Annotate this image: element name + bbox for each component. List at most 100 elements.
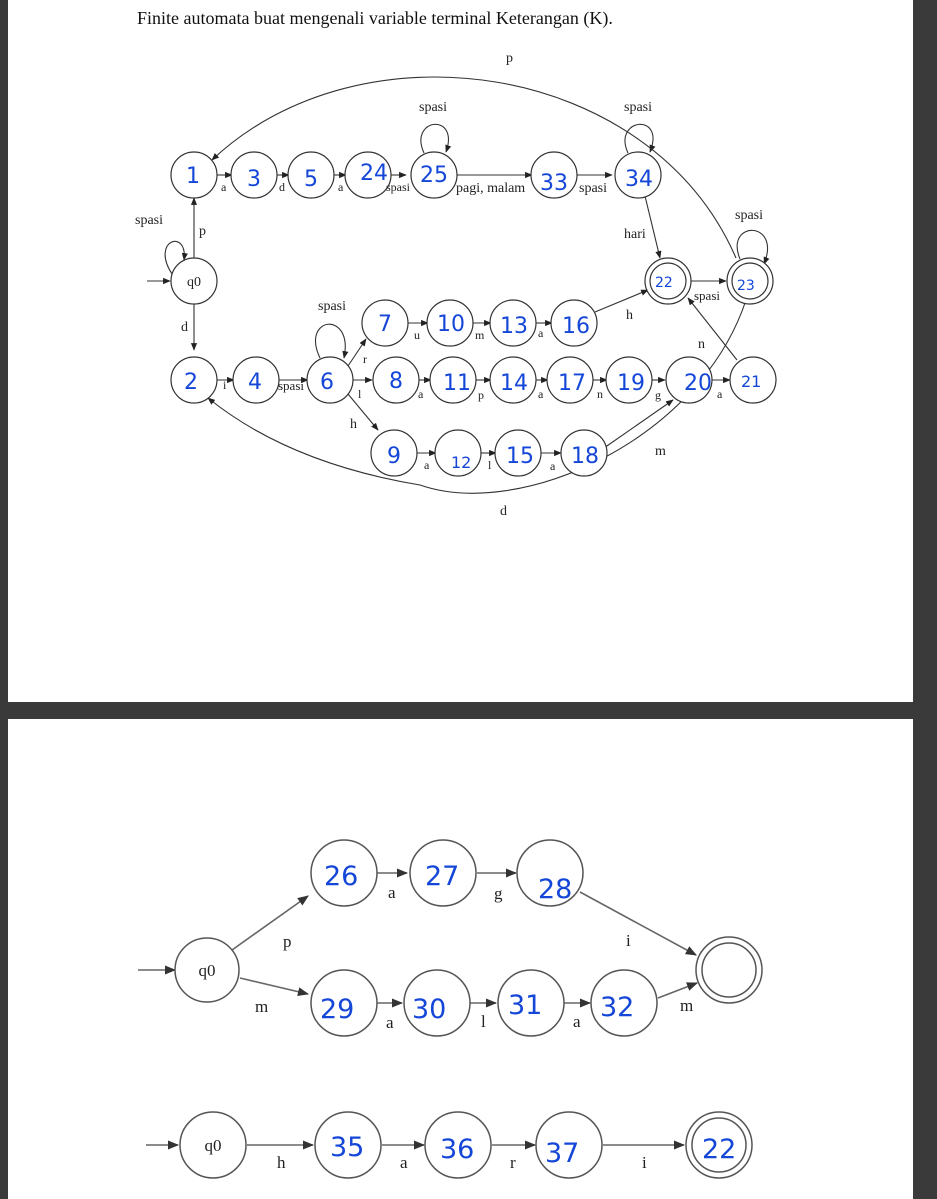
state-22-accept-ring (649, 262, 687, 300)
state-7-number: 7 (378, 312, 392, 337)
label-spasi-23: spasi (735, 208, 763, 223)
state-36-number: 36 (440, 1134, 474, 1165)
state-21 (729, 356, 777, 404)
label-a-9-12: a (424, 458, 430, 472)
state-2-number: 2 (184, 370, 198, 395)
state-24-number: 24 (360, 161, 388, 186)
label-a-29-30: a (386, 1013, 394, 1032)
transition-labels-2: p a g i m a l a m h a r i (255, 883, 693, 1172)
state-4-number: 4 (248, 370, 262, 395)
label-p-q0: p (199, 224, 206, 239)
state-5 (287, 151, 335, 199)
state-19 (605, 356, 653, 404)
state-16-number: 16 (562, 314, 590, 339)
state-22-number-2: 22 (702, 1134, 736, 1165)
state-34 (614, 151, 662, 199)
state-6 (306, 356, 354, 404)
state-26 (310, 839, 378, 907)
state-8-number: 8 (389, 369, 403, 394)
state-28 (516, 839, 584, 907)
finite-automaton-diagram: q0 (135, 51, 777, 519)
state-37-number: 37 (545, 1138, 579, 1169)
label-l-30-31: l (481, 1012, 486, 1031)
state-22-final-accept-ring (691, 1117, 747, 1173)
state-19-number: 19 (617, 371, 645, 396)
state-33-number: 33 (540, 171, 568, 196)
state-28-number: 28 (538, 874, 572, 905)
state-3-number: 3 (247, 167, 261, 192)
state-7 (361, 299, 409, 347)
state-21-number: 21 (741, 372, 761, 391)
state-10 (426, 299, 474, 347)
label-h-2: h (277, 1153, 286, 1172)
label-spasi-33-34: spasi (579, 181, 607, 196)
label-l-6-8: l (358, 387, 362, 401)
page-bottom: q0 q0 26 27 28 29 30 31 32 35 (8, 719, 913, 1199)
state-31 (497, 969, 565, 1037)
label-g-27-28: g (494, 884, 503, 903)
label-pagi-malam: pagi, malam (456, 181, 525, 196)
state-14 (489, 356, 537, 404)
state-23-accept-ring (731, 262, 769, 300)
state-27-number: 27 (425, 861, 459, 892)
state-18-number: 18 (571, 444, 599, 469)
handwritten-state-numbers-2: 26 27 28 29 30 31 32 35 36 37 22 (320, 861, 736, 1169)
label-i-28-final: i (626, 931, 631, 950)
state-29 (310, 969, 378, 1037)
state-4 (232, 356, 280, 404)
label-spasi-24-25: spasi (386, 180, 411, 194)
label-i-37-22: i (642, 1153, 647, 1172)
label-spasi-4-6: spasi (278, 378, 304, 393)
state-9-number: 9 (387, 444, 401, 469)
label-l-12-15: l (488, 458, 492, 472)
label-a-15-18: a (550, 459, 556, 473)
state-20-number: 20 (684, 371, 712, 396)
state-15-number: 15 (506, 444, 534, 469)
state-18 (560, 429, 608, 477)
state-q0-a-label: q0 (199, 961, 216, 980)
page-top: Finite automata buat mengenali variable … (8, 0, 913, 702)
label-spasi-25: spasi (419, 100, 447, 115)
state-32 (590, 969, 658, 1037)
label-p-top: p (506, 51, 513, 66)
state-29-number: 29 (320, 994, 354, 1025)
state-11 (429, 356, 477, 404)
state-23-number: 23 (737, 278, 755, 294)
label-a-14-17: a (538, 387, 544, 401)
state-20 (665, 356, 713, 404)
state-3 (230, 151, 278, 199)
state-37 (535, 1111, 603, 1179)
states: q0 (170, 151, 777, 477)
state-31-number: 31 (508, 990, 542, 1021)
state-27 (409, 839, 477, 907)
label-n-17-19: n (597, 387, 603, 401)
state-14-number: 14 (500, 371, 528, 396)
state-15 (494, 429, 542, 477)
label-r-2: r (510, 1153, 516, 1172)
state-13 (489, 299, 537, 347)
state-1-number: 1 (186, 164, 200, 189)
document-title: Finite automata buat mengenali variable … (137, 8, 613, 28)
state-12 (434, 429, 482, 477)
label-a-26-27: a (388, 883, 396, 902)
label-hari: hari (624, 227, 646, 242)
label-spasi-34: spasi (624, 100, 652, 115)
state-final-accept-ring (701, 942, 757, 998)
state-32-number: 32 (600, 992, 634, 1023)
state-10-number: 10 (437, 312, 465, 337)
state-30-number: 30 (412, 994, 446, 1025)
label-a-20-21: a (717, 387, 723, 401)
state-36 (424, 1111, 492, 1179)
state-2 (170, 356, 218, 404)
state-30 (403, 969, 471, 1037)
state-35 (314, 1111, 382, 1179)
label-a-35-36: a (400, 1153, 408, 1172)
state-17-number: 17 (558, 371, 586, 396)
label-a-5-24: a (338, 180, 344, 194)
state-11-number: 11 (443, 371, 471, 396)
handwritten-state-numbers: 1 3 5 24 25 33 34 22 23 2 4 6 7 10 13 16… (184, 161, 761, 472)
label-n-21-22: n (698, 337, 705, 352)
state-34-number: 34 (625, 167, 653, 192)
label-h-6-9: h (350, 417, 357, 432)
finite-automaton-diagram-2: q0 q0 26 27 28 29 30 31 32 35 (138, 839, 763, 1179)
